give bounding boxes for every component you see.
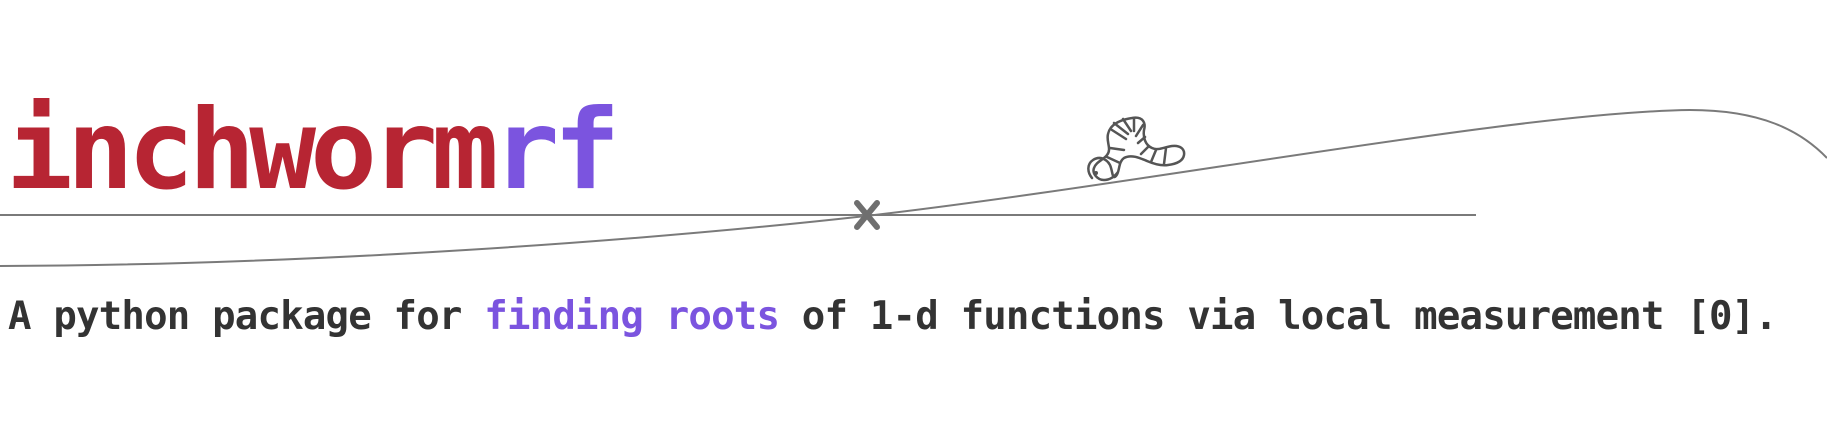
tagline-suffix: of 1-d functions via local measurement [… bbox=[779, 294, 1778, 339]
x-mark-icon bbox=[854, 200, 880, 230]
logo-title: inchwormrf bbox=[6, 95, 620, 206]
tagline: A python package for finding roots of 1-… bbox=[8, 294, 1778, 339]
logo-name-part2: rf bbox=[492, 86, 621, 215]
function-curve bbox=[0, 108, 1827, 267]
inchworm-icon bbox=[1087, 116, 1186, 182]
logo-name-part1: inchworm bbox=[6, 86, 499, 215]
tagline-highlight: finding roots bbox=[484, 294, 780, 339]
tagline-prefix: A python package for bbox=[8, 294, 485, 339]
